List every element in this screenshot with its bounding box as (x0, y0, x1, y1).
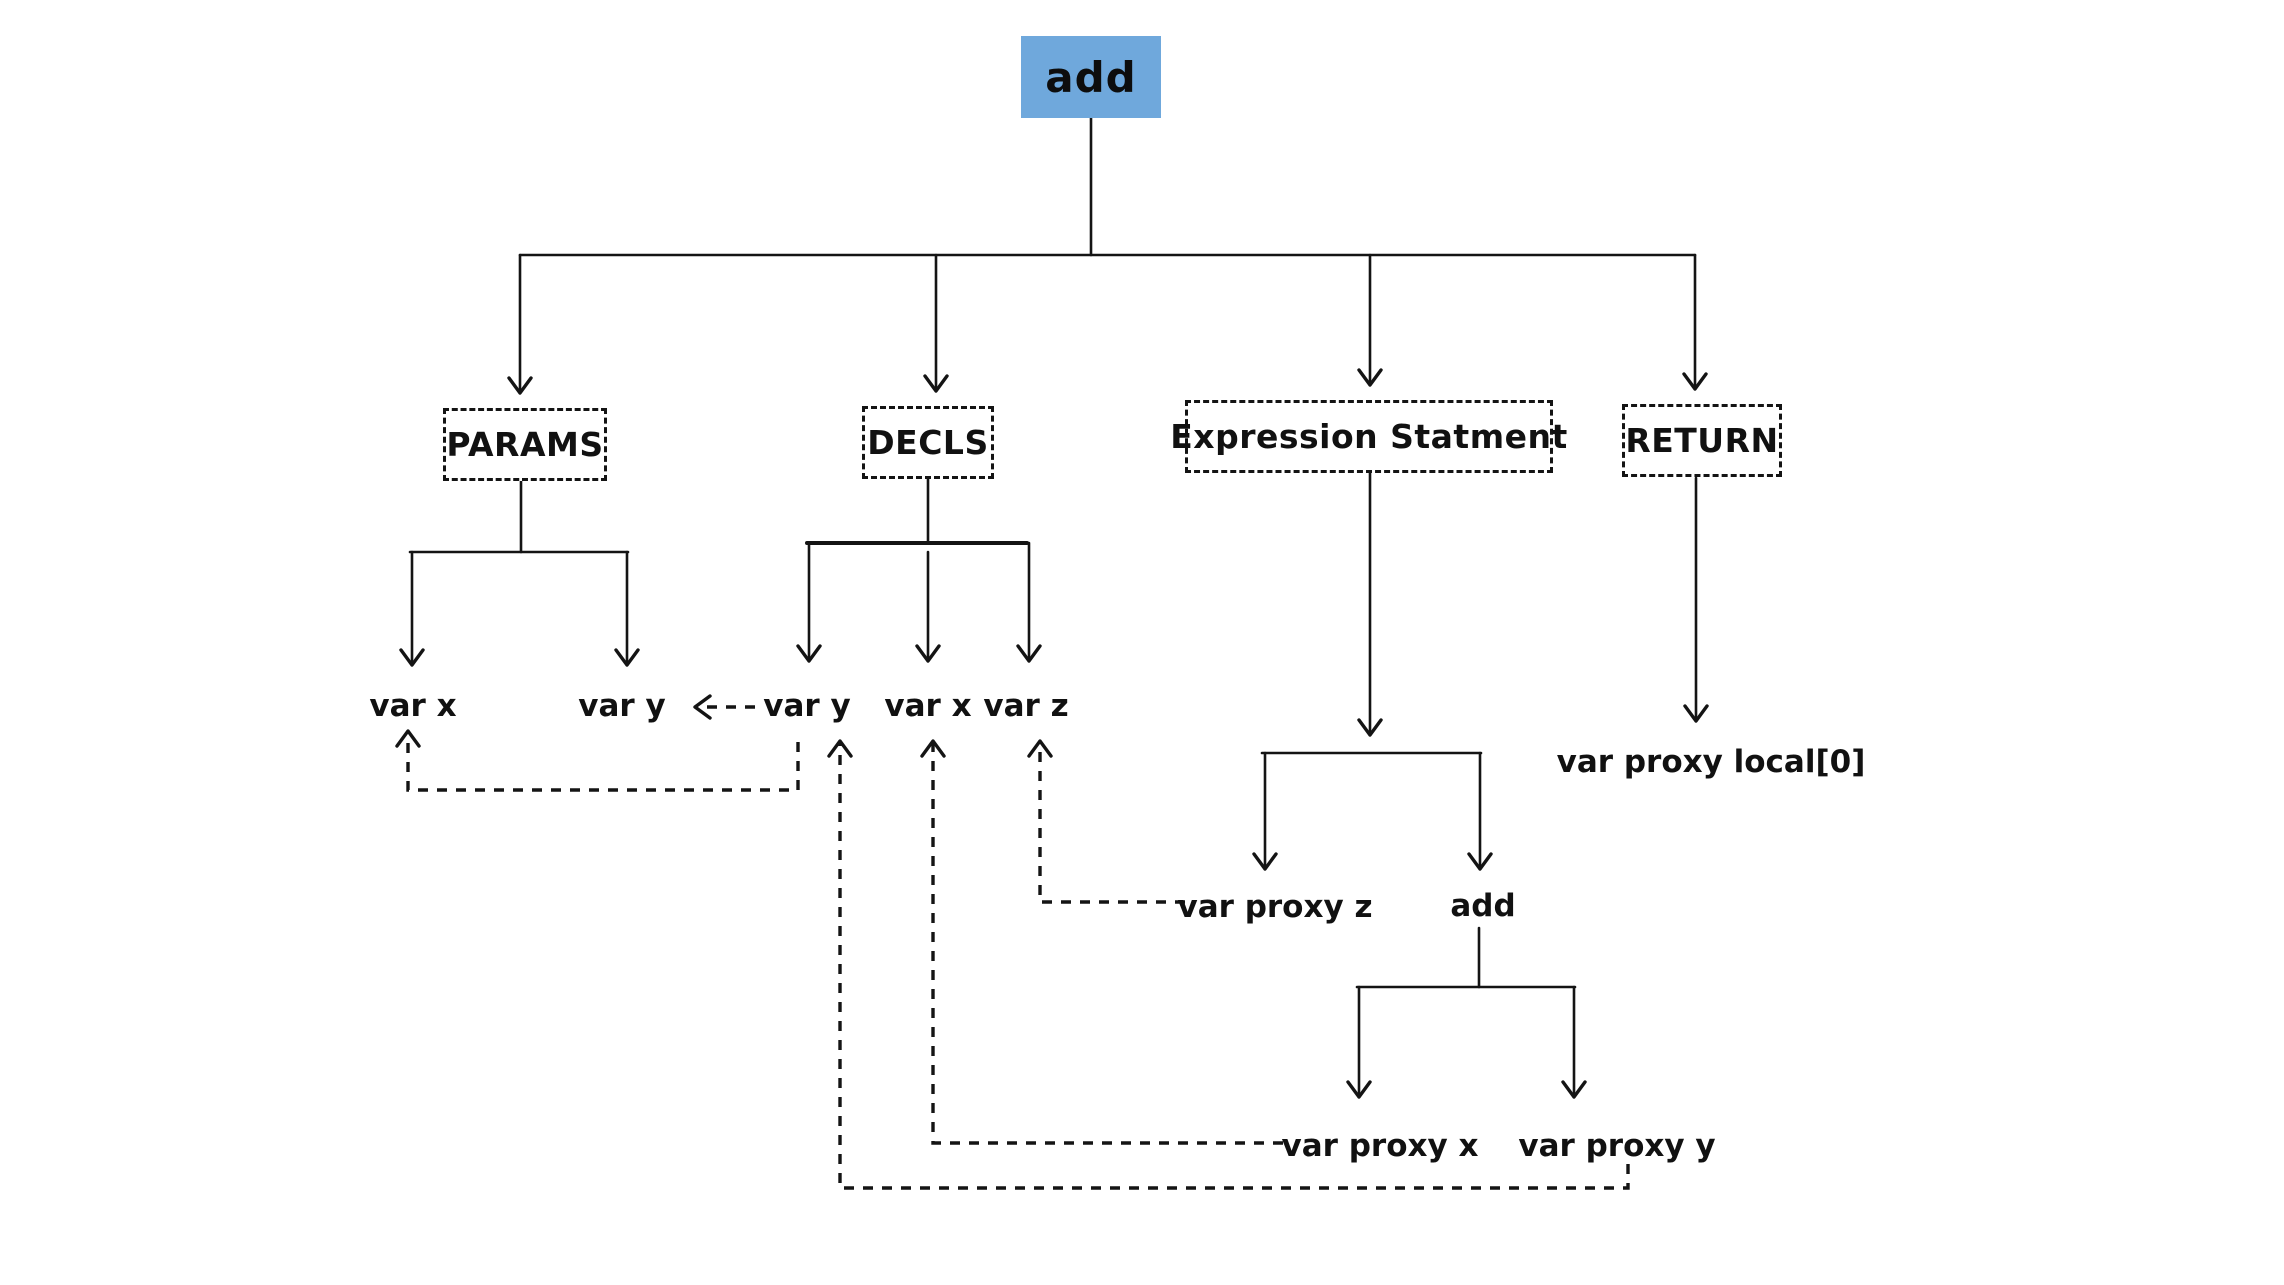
leaf-decls-var-x: var x (884, 688, 972, 724)
edge-dashed-decls-var-y-to-params-var-x (395, 729, 800, 792)
leaf-add-call: add (1450, 888, 1516, 924)
leaf-var-proxy-y: var proxy y (1518, 1128, 1716, 1164)
edge-dashed-var-proxy-x-to-var-x (920, 739, 1283, 1145)
leaf-params-var-x: var x (369, 688, 457, 724)
edge-dashed-var-proxy-y-to-var-y (827, 739, 1630, 1190)
expression-statement-box: Expression Statment (1170, 400, 1567, 473)
return-box: RETURN (1622, 404, 1782, 477)
leaf-decls-var-z: var z (983, 688, 1069, 724)
edge-dashed-var-proxy-z-to-var-z (1027, 739, 1185, 904)
leaf-var-proxy-z: var proxy z (1177, 889, 1373, 925)
leaf-var-proxy-x: var proxy x (1281, 1128, 1479, 1164)
decls-box: DECLS (862, 406, 994, 479)
leaf-var-proxy-local-0: var proxy local[0] (1556, 744, 1866, 780)
leaf-decls-var-y: var y (763, 688, 851, 724)
root-node-add: add (1021, 36, 1161, 118)
params-box: PARAMS (443, 408, 607, 481)
leaf-params-var-y: var y (578, 688, 666, 724)
